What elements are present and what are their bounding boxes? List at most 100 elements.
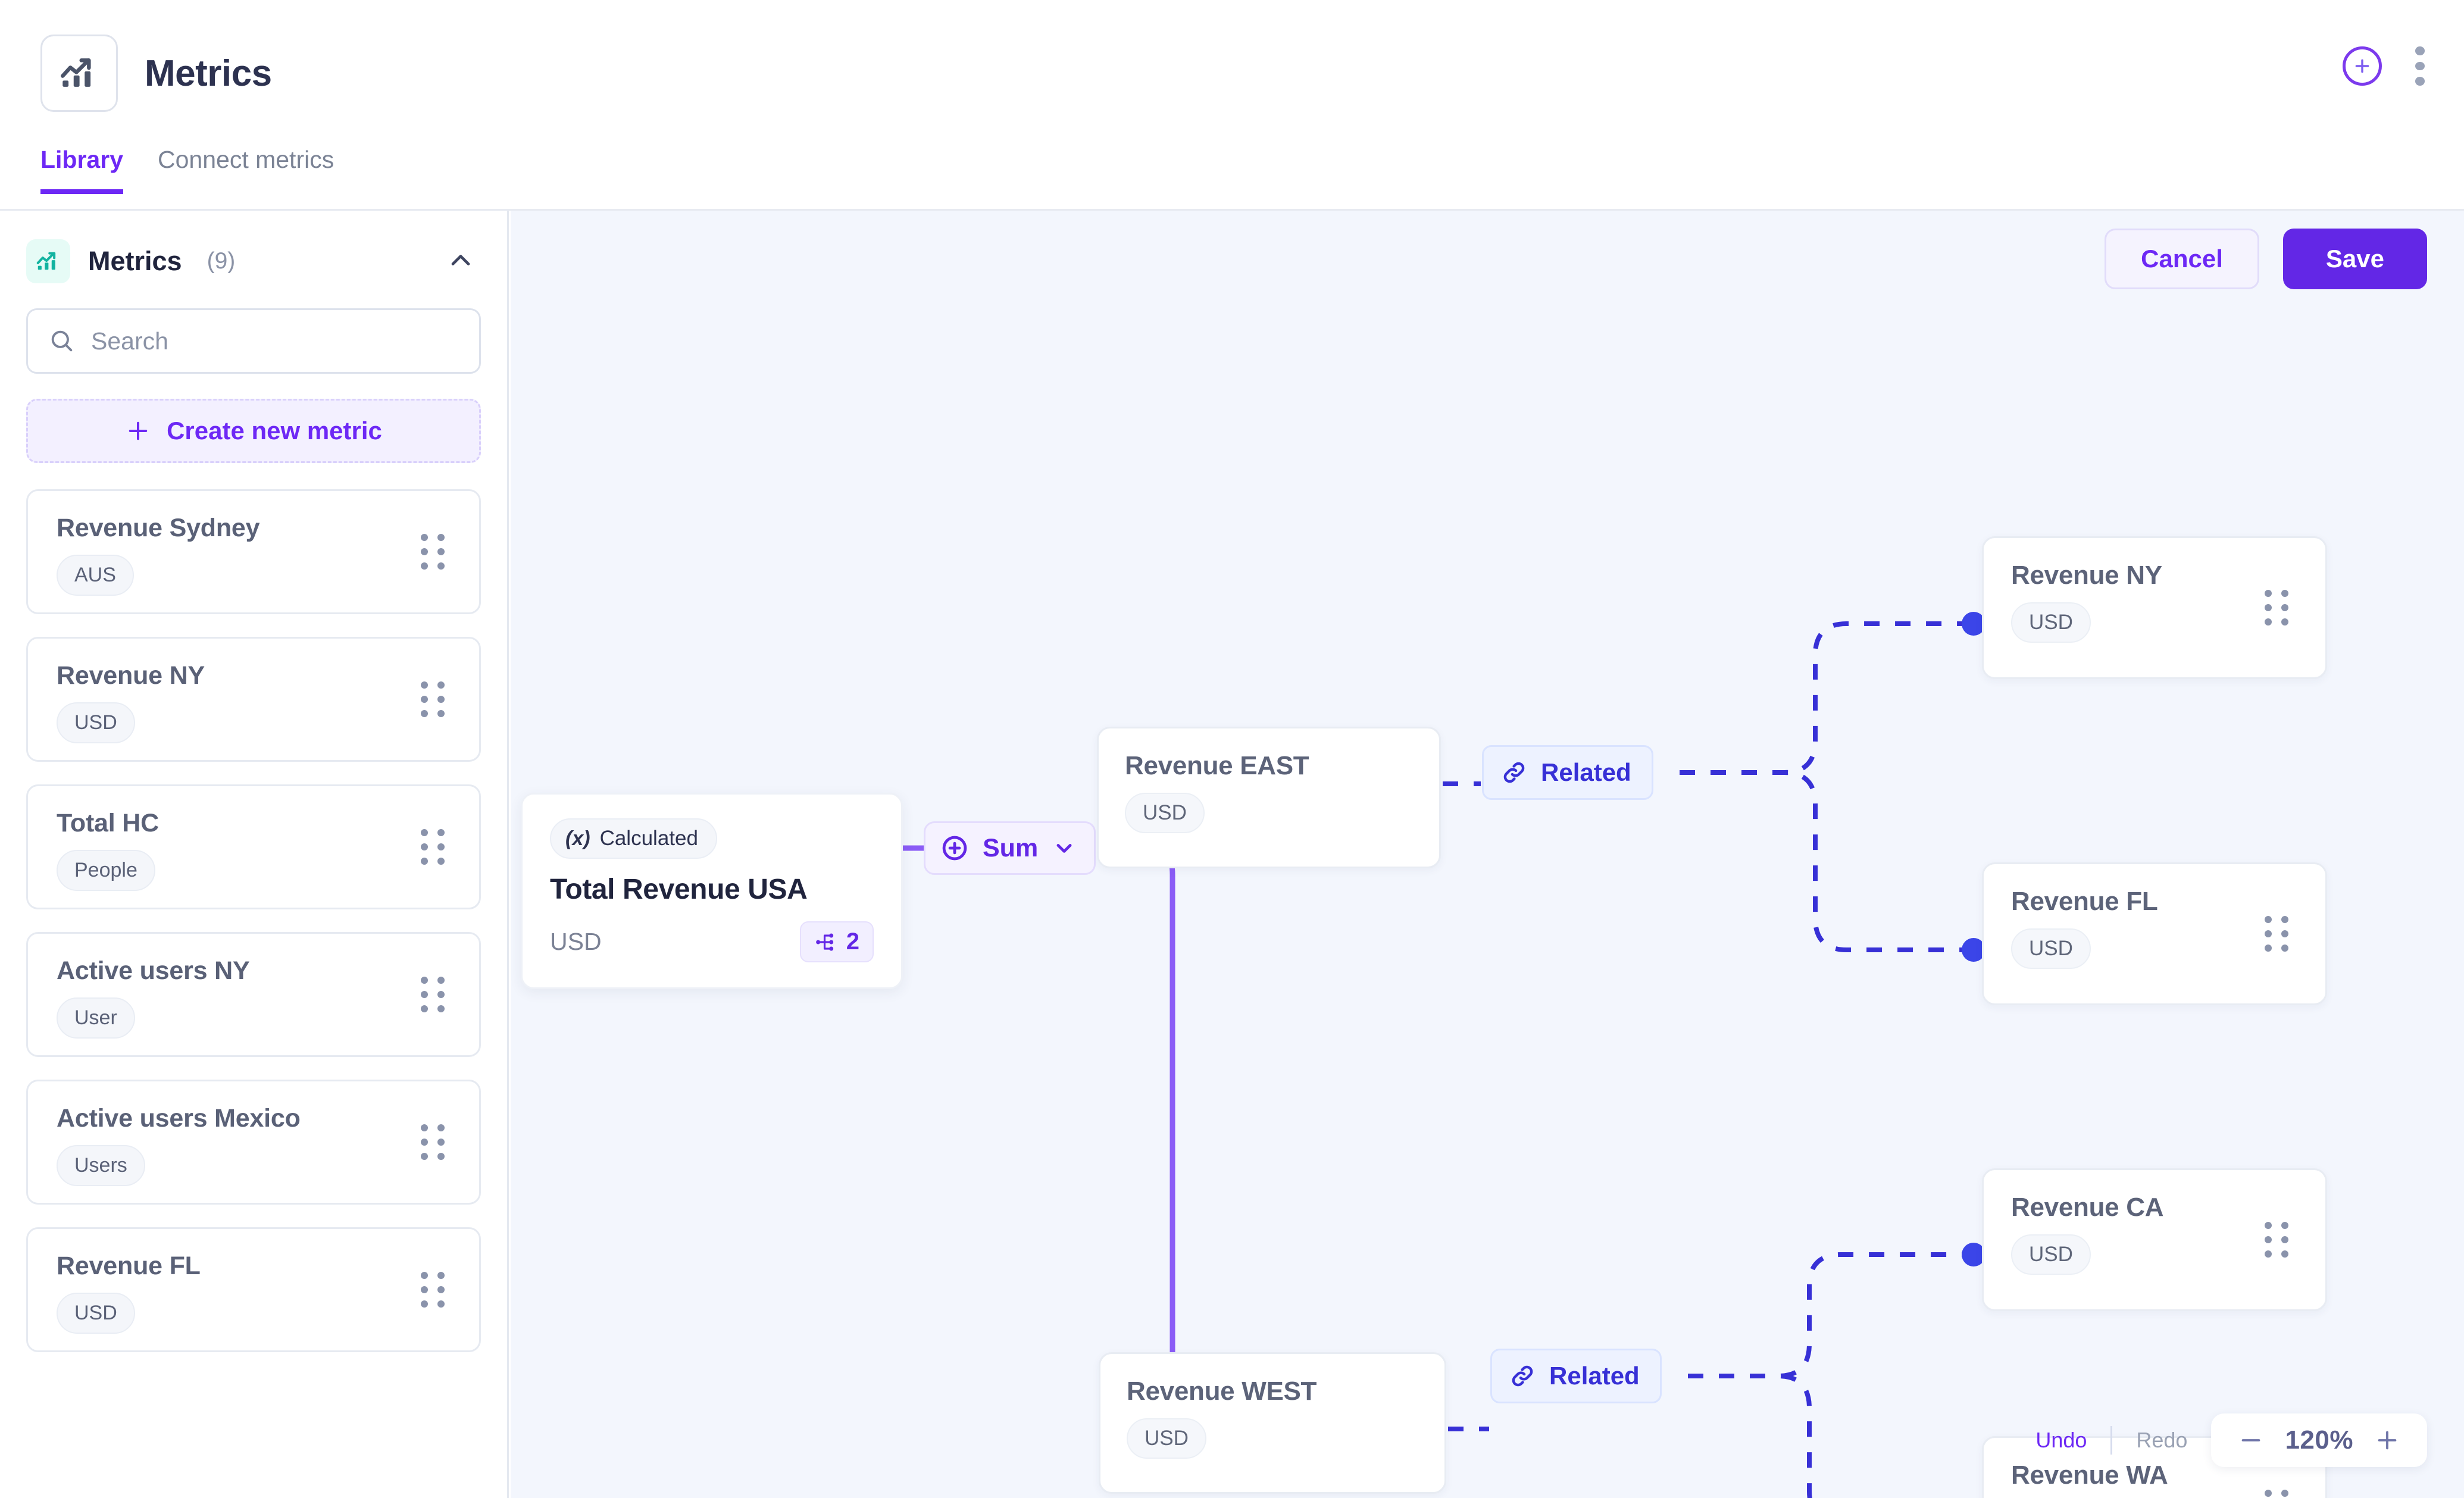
metrics-chart-icon xyxy=(26,239,70,283)
tab-divider xyxy=(0,209,2464,211)
metrics-list: Revenue Sydney AUS Revenue NY USD Total … xyxy=(26,489,481,1352)
metric-unit-chip: USD xyxy=(57,702,135,743)
metrics-sidebar: Metrics (9) Search Create new metric Rev… xyxy=(0,211,509,1498)
brand: Metrics xyxy=(40,35,272,112)
operator-label: Sum xyxy=(983,833,1039,862)
metric-node-revenue-east[interactable]: Revenue EAST USD xyxy=(1097,727,1441,868)
related-label: Related xyxy=(1549,1362,1640,1390)
calculated-node-title: Total Revenue USA xyxy=(550,874,808,905)
drag-handle-icon[interactable] xyxy=(421,829,445,865)
plus-circle-icon[interactable] xyxy=(2343,46,2382,86)
create-new-metric-button[interactable]: Create new metric xyxy=(26,399,481,463)
branch-count-value: 2 xyxy=(846,928,859,955)
chevron-down-icon[interactable] xyxy=(1051,835,1077,861)
plus-circle-icon xyxy=(942,836,967,861)
metrics-chart-icon xyxy=(40,35,118,112)
search-input[interactable]: Search xyxy=(26,308,481,374)
drag-handle-icon[interactable] xyxy=(2265,590,2288,626)
save-button[interactable]: Save xyxy=(2282,229,2427,289)
link-icon xyxy=(1503,762,1525,783)
tab-library[interactable]: Library xyxy=(40,146,123,194)
drag-handle-icon[interactable] xyxy=(421,1124,445,1160)
search-icon xyxy=(51,330,73,352)
related-badge-east[interactable]: Related xyxy=(1482,745,1653,800)
metric-node-revenue-fl[interactable]: Revenue FL USD xyxy=(1982,862,2327,1005)
metric-unit-chip: USD xyxy=(57,1293,135,1334)
node-unit-chip: USD xyxy=(2011,928,2091,969)
node-title: Revenue WA xyxy=(2011,1461,2168,1490)
metric-name: Active users Mexico xyxy=(57,1104,301,1133)
node-unit-chip: USD xyxy=(1125,793,1205,833)
graph-canvas[interactable]: Cancel Save (x) Calculated Total Revenue… xyxy=(511,211,2464,1498)
canvas-actions: Cancel Save xyxy=(2105,229,2427,289)
footer-divider xyxy=(2110,1426,2113,1455)
drag-handle-icon[interactable] xyxy=(421,681,445,717)
related-badge-west[interactable]: Related xyxy=(1490,1349,1662,1403)
related-label: Related xyxy=(1541,758,1631,786)
zoom-level-value: 120% xyxy=(2285,1425,2353,1455)
node-unit-chip: USD xyxy=(2011,602,2091,643)
canvas-footer-controls: Undo Redo 120% xyxy=(2035,1413,2427,1467)
list-item[interactable]: Total HC People xyxy=(26,784,481,909)
undo-button[interactable]: Undo xyxy=(2035,1428,2087,1452)
node-title: Revenue FL xyxy=(2011,887,2158,916)
sidebar-header: Metrics (9) xyxy=(0,211,507,283)
calculated-metric-node[interactable]: (x) Calculated Total Revenue USA USD 2 xyxy=(521,793,903,989)
metric-node-revenue-ny[interactable]: Revenue NY USD xyxy=(1982,536,2327,679)
list-item[interactable]: Active users Mexico Users xyxy=(26,1080,481,1205)
search-placeholder: Search xyxy=(91,327,168,355)
calculated-badge-label: Calculated xyxy=(599,827,698,850)
page-title: Metrics xyxy=(145,52,272,94)
branch-count-badge[interactable]: 2 xyxy=(799,921,874,962)
app-header: Metrics Library Connect metrics xyxy=(0,0,2464,211)
list-item[interactable]: Revenue NY USD xyxy=(26,637,481,762)
metric-unit-chip: AUS xyxy=(57,555,134,596)
operator-sum-dropdown[interactable]: Sum xyxy=(924,821,1096,875)
fx-icon: (x) xyxy=(565,827,590,850)
tab-connect-metrics[interactable]: Connect metrics xyxy=(158,146,334,173)
header-actions xyxy=(2343,46,2431,86)
metric-unit-chip: User xyxy=(57,997,135,1039)
minus-icon[interactable] xyxy=(2237,1427,2265,1454)
zoom-control: 120% xyxy=(2211,1413,2427,1467)
metric-name: Active users NY xyxy=(57,956,250,985)
metric-node-revenue-west[interactable]: Revenue WEST USD xyxy=(1099,1352,1446,1494)
metric-node-revenue-ca[interactable]: Revenue CA USD xyxy=(1982,1168,2327,1311)
cancel-button[interactable]: Cancel xyxy=(2105,229,2259,289)
drag-handle-icon[interactable] xyxy=(421,1272,445,1308)
calculated-badge: (x) Calculated xyxy=(550,818,717,859)
list-item[interactable]: Active users NY User xyxy=(26,932,481,1057)
plus-icon xyxy=(129,421,148,440)
drag-handle-icon[interactable] xyxy=(421,977,445,1012)
tab-bar: Library Connect metrics xyxy=(40,146,334,194)
sidebar-title: Metrics xyxy=(88,246,182,276)
node-unit-chip: USD xyxy=(1127,1418,1206,1459)
metric-name: Revenue Sydney xyxy=(57,514,260,542)
node-title: Revenue NY xyxy=(2011,561,2162,590)
calculated-node-unit: USD xyxy=(550,928,602,955)
list-item[interactable]: Revenue Sydney AUS xyxy=(26,489,481,614)
list-item[interactable]: Revenue FL USD xyxy=(26,1227,481,1352)
plus-icon[interactable] xyxy=(2374,1427,2401,1454)
node-title: Revenue EAST xyxy=(1125,751,1309,780)
metric-unit-chip: People xyxy=(57,850,155,891)
sidebar-count: (9) xyxy=(207,248,236,274)
drag-handle-icon[interactable] xyxy=(2265,1222,2288,1258)
metric-name: Total HC xyxy=(57,809,159,837)
metric-name: Revenue FL xyxy=(57,1252,201,1280)
link-icon xyxy=(1512,1365,1533,1387)
node-tree-icon xyxy=(815,933,833,950)
drag-handle-icon[interactable] xyxy=(421,534,445,570)
node-title: Revenue WEST xyxy=(1127,1377,1317,1406)
kebab-menu-icon[interactable] xyxy=(2409,46,2431,86)
redo-button[interactable]: Redo xyxy=(2136,1428,2188,1452)
metric-name: Revenue NY xyxy=(57,661,205,690)
node-title: Revenue CA xyxy=(2011,1193,2164,1222)
calculated-node-footer: USD 2 xyxy=(550,921,874,962)
create-new-metric-label: Create new metric xyxy=(167,417,382,445)
chevron-up-icon[interactable] xyxy=(445,245,476,279)
metric-unit-chip: Users xyxy=(57,1145,145,1186)
drag-handle-icon[interactable] xyxy=(2265,1490,2288,1498)
drag-handle-icon[interactable] xyxy=(2265,916,2288,952)
node-unit-chip: USD xyxy=(2011,1234,2091,1275)
